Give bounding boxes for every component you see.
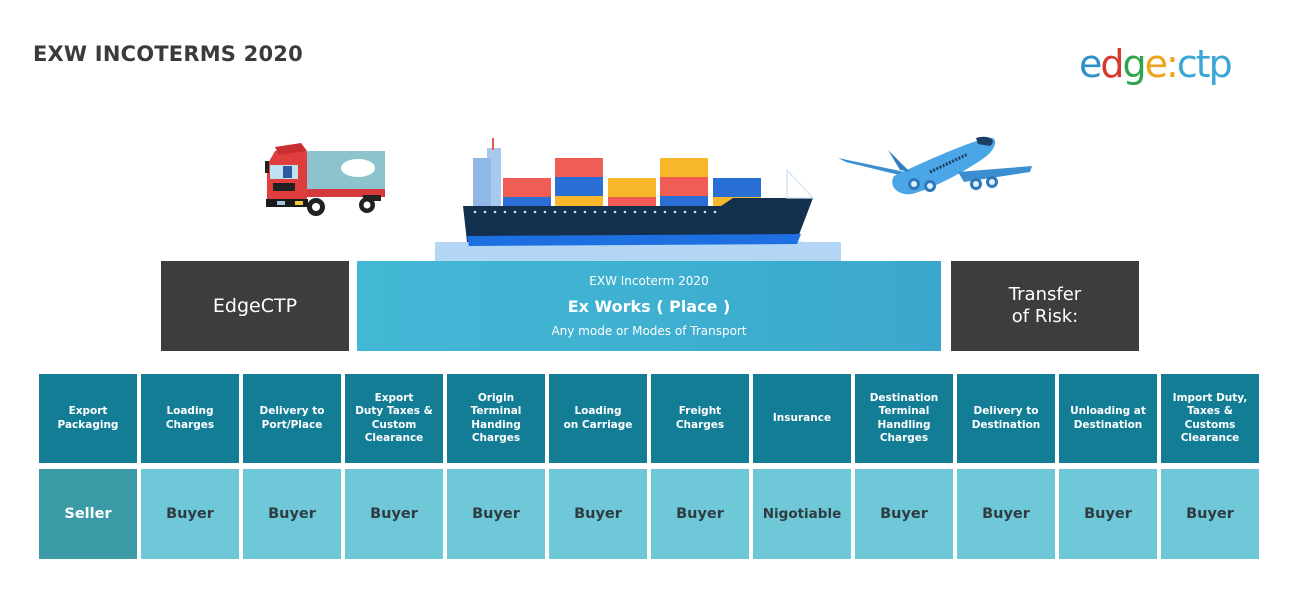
incoterm-name: EXW Incoterm 2020 [589, 274, 709, 288]
logo-part: e [1079, 42, 1102, 86]
truck-icon [265, 143, 385, 216]
logo-part: g [1122, 42, 1147, 86]
incoterm-box: EXW Incoterm 2020 Ex Works ( Place ) Any… [357, 261, 941, 351]
header-cell: Import Duty, Taxes & Customs Clearance [1161, 374, 1259, 463]
edgectp-box: EdgeCTP [161, 261, 349, 351]
logo-part: : [1166, 42, 1179, 86]
value-cell: Buyer [141, 469, 239, 559]
value-cell: Buyer [855, 469, 953, 559]
header-cell: Destination Terminal Handling Charges [855, 374, 953, 463]
value-cell: Buyer [957, 469, 1055, 559]
incoterm-transport: Any mode or Modes of Transport [551, 324, 747, 338]
incoterm-title: Ex Works ( Place ) [567, 297, 731, 316]
header-cell: Loading Charges [141, 374, 239, 463]
value-cell-seller: Seller [39, 469, 137, 559]
value-cell: Buyer [651, 469, 749, 559]
airplane-icon [838, 136, 1032, 195]
header-cell: Freight Charges [651, 374, 749, 463]
header-cell: Origin Terminal Handing Charges [447, 374, 545, 463]
header-cell: Insurance [753, 374, 851, 463]
logo-part: d [1100, 42, 1124, 86]
value-cell: Nigotiable [753, 469, 851, 559]
value-cell: Buyer [447, 469, 545, 559]
header-cell: Loading on Carriage [549, 374, 647, 463]
transfer-of-risk-box: Transfer of Risk: [951, 261, 1139, 351]
edgectp-label: EdgeCTP [212, 295, 298, 317]
value-cell: Buyer [1161, 469, 1259, 559]
cargo-ship-icon [435, 138, 841, 264]
value-cell: Buyer [1059, 469, 1157, 559]
header-cell: Export Packaging [39, 374, 137, 463]
header-cell: Delivery to Destination [957, 374, 1055, 463]
value-cell: Buyer [345, 469, 443, 559]
transfer-of-risk-label: Transfer of Risk: [1008, 284, 1082, 327]
header-cell: Export Duty Taxes & Custom Clearance [345, 374, 443, 463]
edgectp-logo: edge:ctp [1079, 42, 1233, 86]
value-cell: Buyer [549, 469, 647, 559]
value-cell: Buyer [243, 469, 341, 559]
responsibility-table: Export Packaging Loading Charges Deliver… [39, 374, 1259, 559]
header-cell: Delivery to Port/Place [243, 374, 341, 463]
logo-part: ctp [1176, 42, 1233, 86]
logo-part: e [1144, 42, 1168, 86]
header-cell: Unloading at Destination [1059, 374, 1157, 463]
page-title: EXW INCOTERMS 2020 [33, 42, 303, 66]
